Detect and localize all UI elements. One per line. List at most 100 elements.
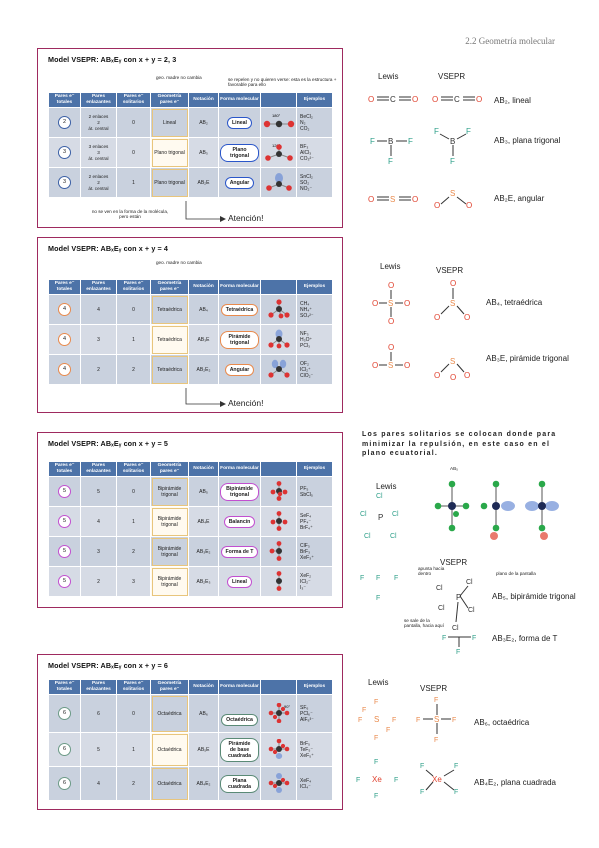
label-ab2: AB₂, lineal bbox=[494, 96, 531, 105]
attention-label: Atención! bbox=[228, 398, 264, 408]
label-ab5-small: AB₅ bbox=[450, 466, 458, 471]
seesaw-molecule-icon bbox=[270, 510, 288, 531]
col-header: Geometría pares e⁻ bbox=[150, 279, 189, 295]
pairs-bonding: 5 bbox=[80, 476, 117, 507]
pairs-lone: 1 bbox=[116, 324, 151, 355]
pairs-lone: 2 bbox=[116, 354, 151, 385]
svg-text:F: F bbox=[376, 575, 380, 582]
model-box-3: Model VSEPR: ABₓEᵧ con x + y = 5 Pares e… bbox=[37, 432, 343, 608]
svg-text:S: S bbox=[388, 361, 393, 370]
col-header: Ejemplos bbox=[296, 679, 333, 695]
svg-text:Cl: Cl bbox=[436, 585, 443, 592]
svg-text:Xe: Xe bbox=[372, 775, 382, 784]
lewis-heading: Lewis bbox=[378, 72, 399, 81]
svg-text:S: S bbox=[434, 715, 439, 724]
svg-text:F: F bbox=[394, 575, 398, 582]
notation: AB₂E₃ bbox=[188, 566, 219, 597]
svg-text:F: F bbox=[434, 127, 439, 136]
model-title: Model VSEPR: ABₓEᵧ con x + y = 4 bbox=[48, 244, 169, 253]
label-ab3e2: AB₃E₂, forma de T bbox=[492, 634, 558, 643]
bent-molecule-icon bbox=[268, 359, 290, 378]
col-header: Pares e⁻ totales bbox=[48, 679, 81, 695]
svg-text:C: C bbox=[390, 95, 396, 104]
svg-text:O: O bbox=[450, 279, 456, 288]
lewis-ab2-ab3-ab2e-diagram: O C O O C O B F F F B F F F O S O S O O bbox=[368, 95, 482, 210]
vsepr-heading: VSEPR bbox=[440, 558, 468, 567]
svg-text:F: F bbox=[472, 635, 476, 642]
svg-text:O: O bbox=[434, 313, 440, 322]
electron-geometry: Plano trigonal bbox=[150, 137, 189, 168]
molecular-shape: Forma de T bbox=[220, 545, 259, 558]
svg-text:F: F bbox=[442, 635, 446, 642]
col-header: Notación bbox=[188, 679, 219, 695]
molecular-shape: Lineal bbox=[227, 575, 252, 588]
attention-bracket-icon bbox=[185, 388, 226, 407]
svg-text:F: F bbox=[374, 759, 378, 766]
svg-text:O: O bbox=[388, 343, 394, 352]
pairs-lone: 1 bbox=[116, 167, 151, 198]
svg-text:F: F bbox=[356, 777, 360, 784]
notation: AB₅ bbox=[188, 476, 219, 507]
electron-geometry: Bipirámide trigonal bbox=[150, 566, 189, 597]
pairs-total: 6 bbox=[58, 743, 71, 756]
ab6-ab4e2-diagram: S F F F F F F S F F F F Xe F F F F Xe F … bbox=[356, 697, 458, 800]
notation: AB₃E₂ bbox=[188, 536, 219, 567]
svg-text:Cl: Cl bbox=[364, 533, 371, 540]
examples: CH₄ NH₄⁺ SO₄²⁻ bbox=[296, 294, 333, 325]
pairs-total: 6 bbox=[58, 777, 71, 790]
examples: SeF₄ PF₄⁻ BrF₄⁺ bbox=[296, 506, 333, 537]
col-header: Geometría pares e⁻ bbox=[150, 92, 189, 108]
pairs-lone: 0 bbox=[116, 137, 151, 168]
model-title: Model VSEPR: ABₓEᵧ con x + y = 6 bbox=[48, 661, 169, 670]
examples: BrF₅ TeF₅⁻ XeF₅⁺ bbox=[296, 732, 333, 767]
electron-geometry: Tetraédrica bbox=[150, 354, 189, 385]
electron-geometry: Octaédrica bbox=[150, 766, 189, 801]
pairs-bonding: 4 bbox=[80, 766, 117, 801]
pairs-lone: 2 bbox=[116, 536, 151, 567]
lewis-heading: Lewis bbox=[368, 678, 389, 687]
col-header: Pares enlazantes bbox=[80, 92, 117, 108]
svg-text:90°: 90° bbox=[284, 704, 290, 709]
svg-text:O: O bbox=[372, 361, 378, 370]
pairs-bonding: 2 enlaces 2 át. central bbox=[80, 107, 117, 138]
col-header: Pares e⁻ solitarios bbox=[116, 92, 151, 108]
col-header: Geometría pares e⁻ bbox=[150, 679, 189, 695]
col-header: Notación bbox=[188, 279, 219, 295]
svg-text:O: O bbox=[412, 195, 418, 204]
svg-text:F: F bbox=[394, 777, 398, 784]
electron-geometry: Octaédrica bbox=[150, 732, 189, 767]
vsepr-table-3: Pares e⁻ totales Pares enlazantes Pares … bbox=[48, 461, 333, 597]
svg-text:O: O bbox=[434, 371, 440, 380]
col-header bbox=[260, 461, 297, 477]
col-header: Ejemplos bbox=[296, 279, 333, 295]
pairs-total: 3 bbox=[58, 176, 71, 189]
col-header: Pares enlazantes bbox=[80, 279, 117, 295]
linear-5-molecule-icon bbox=[276, 570, 282, 591]
col-header: Notación bbox=[188, 92, 219, 108]
svg-text:O: O bbox=[464, 313, 470, 322]
col-header: Pares e⁻ solitarios bbox=[116, 461, 151, 477]
molecular-shape: Bipirámide trigonal bbox=[220, 482, 259, 501]
examples: SF₆ PCl₆⁻ AlF₆³⁻ bbox=[296, 694, 333, 733]
svg-text:O: O bbox=[372, 299, 378, 308]
notation: AB₂E₂ bbox=[188, 354, 219, 385]
col-header: Ejemplos bbox=[296, 92, 333, 108]
notation: AB₄E bbox=[188, 506, 219, 537]
notation: AB₂ bbox=[188, 107, 219, 138]
col-header bbox=[260, 679, 297, 695]
electron-geometry: Plano trigonal bbox=[150, 167, 189, 198]
col-header: Forma molecular bbox=[218, 679, 261, 695]
lone-pair-paragraph: Los pares solitarios se colocan donde pa… bbox=[362, 431, 557, 457]
col-header: Pares e⁻ solitarios bbox=[116, 679, 151, 695]
col-header: Geometría pares e⁻ bbox=[150, 461, 189, 477]
pairs-total: 4 bbox=[58, 303, 71, 316]
col-header: Forma molecular bbox=[218, 461, 261, 477]
molecular-shape: Angular bbox=[224, 363, 255, 376]
svg-text:F: F bbox=[374, 699, 378, 706]
notation: AB₅E bbox=[188, 732, 219, 767]
svg-text:F: F bbox=[452, 717, 456, 724]
svg-text:F: F bbox=[374, 735, 378, 742]
angular-molecule-icon bbox=[266, 172, 292, 191]
pairs-lone: 0 bbox=[116, 107, 151, 138]
examples: NF₃ H₃O⁺ PCl₃ bbox=[296, 324, 333, 355]
